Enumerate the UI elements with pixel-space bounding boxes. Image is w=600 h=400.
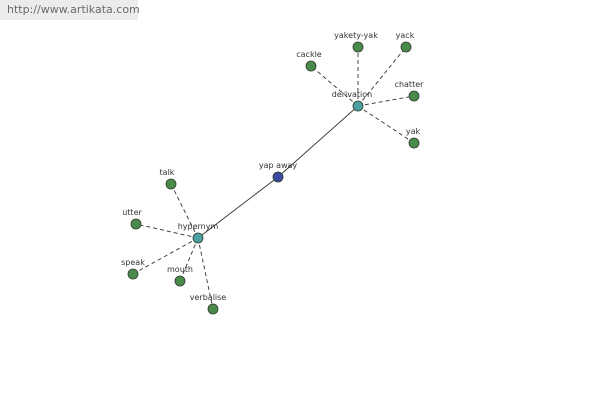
node-label-yakety-yak: yakety-yak: [334, 31, 378, 40]
node-label-cackle: cackle: [296, 50, 322, 59]
node-chatter[interactable]: [408, 90, 420, 102]
node-label-yap-away: yap away: [259, 161, 298, 170]
node-label-talk: talk: [160, 168, 175, 177]
node-yap-away[interactable]: [272, 171, 284, 183]
edge-derivation-to-cackle: [310, 65, 359, 107]
node-speak[interactable]: [127, 268, 139, 280]
node-label-yak: yak: [406, 127, 421, 136]
node-talk[interactable]: [165, 178, 177, 190]
node-label-chatter: chatter: [395, 80, 425, 89]
node-yakety-yak[interactable]: [352, 41, 364, 53]
node-label-hypernym: hypernym: [178, 222, 219, 231]
edge-derivation-to-chatter: [357, 95, 415, 107]
edge-hypernym-to-verbalise: [197, 237, 214, 310]
node-yak[interactable]: [408, 137, 420, 149]
graph-edges: [132, 46, 415, 310]
node-mouth[interactable]: [174, 275, 186, 287]
node-hypernym[interactable]: [192, 232, 204, 244]
node-yack[interactable]: [400, 41, 412, 53]
edge-hypernym-to-mouth: [179, 237, 199, 282]
edge-yap-away-to-derivation: [277, 105, 359, 178]
edge-derivation-to-yack: [357, 46, 407, 107]
edge-hypernym-to-utter: [135, 223, 199, 239]
graph-nodes: [127, 41, 420, 315]
node-label-yack: yack: [396, 31, 415, 40]
node-label-derivation: derivation: [332, 90, 372, 99]
edge-yap-away-to-hypernym: [197, 176, 279, 239]
node-label-utter: utter: [122, 208, 142, 217]
site-link[interactable]: http://www.artikata.com: [0, 0, 140, 20]
edge-derivation-to-yak: [357, 105, 415, 144]
node-label-speak: speak: [121, 258, 145, 267]
node-cackle[interactable]: [305, 60, 317, 72]
node-label-verbalise: verbalise: [190, 293, 227, 302]
graph-labels: yap away hypernym derivation talk utter speak…: [121, 31, 424, 302]
edge-hypernym-to-talk: [170, 183, 199, 239]
edge-hypernym-to-speak: [132, 237, 199, 275]
node-utter[interactable]: [130, 218, 142, 230]
node-derivation[interactable]: [352, 100, 364, 112]
node-label-mouth: mouth: [167, 265, 193, 274]
node-verbalise[interactable]: [207, 303, 219, 315]
